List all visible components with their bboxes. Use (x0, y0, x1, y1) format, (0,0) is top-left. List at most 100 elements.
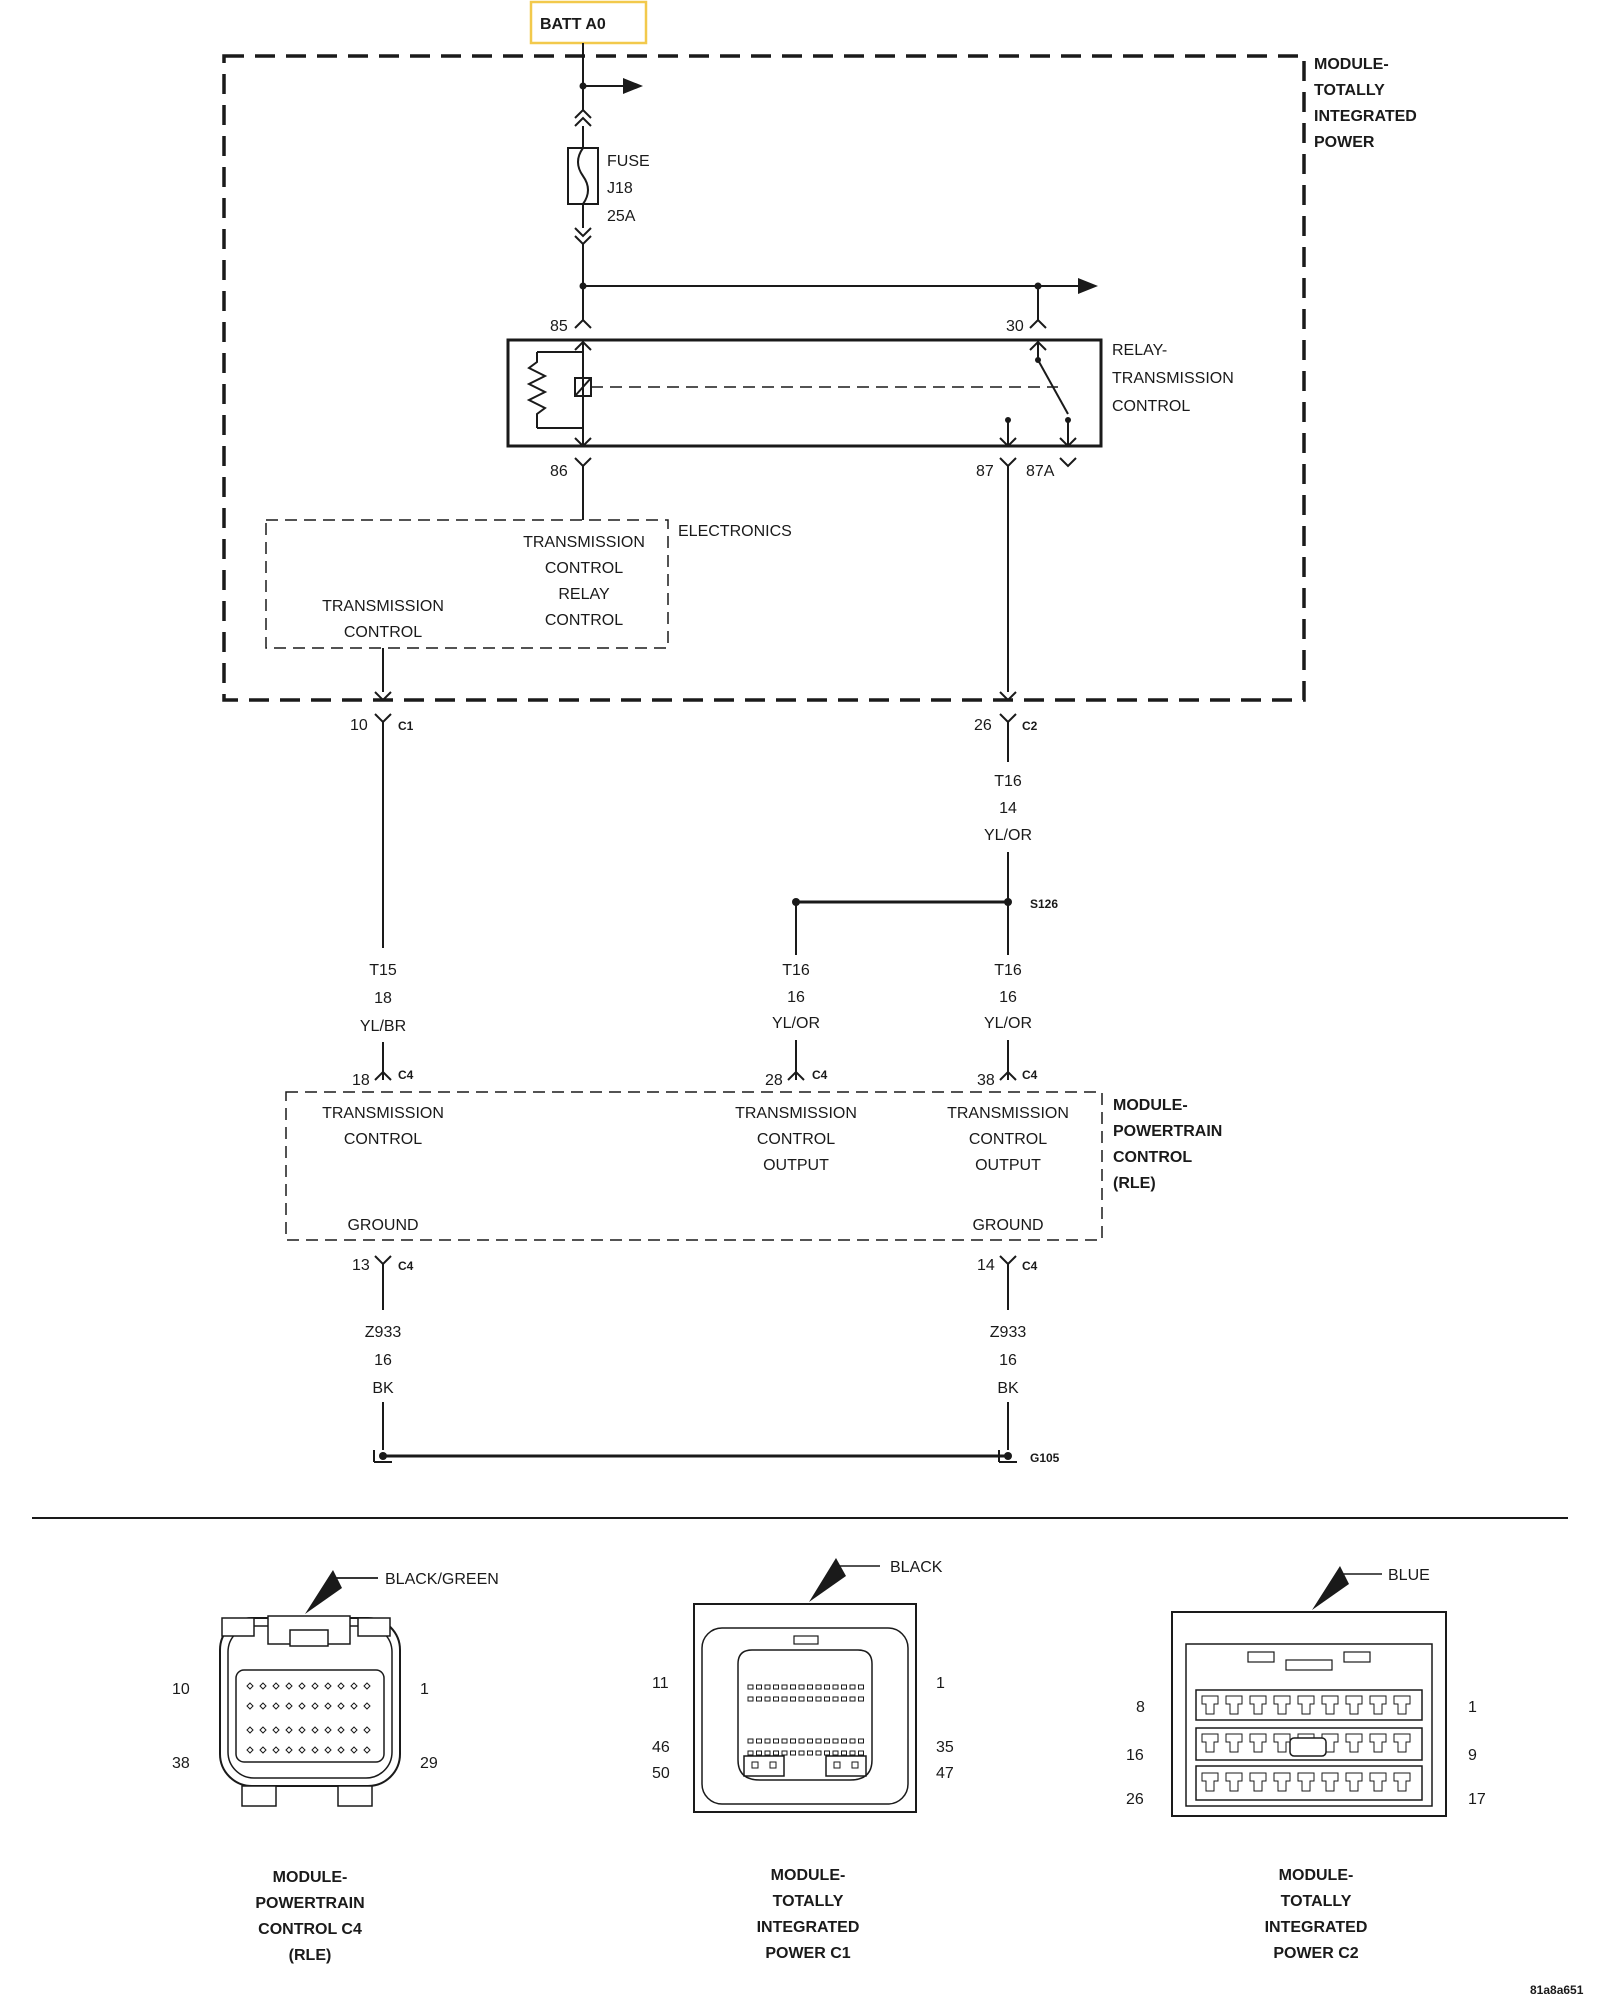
connector-pin (773, 1684, 779, 1690)
svg-text:1: 1 (936, 1675, 945, 1692)
fuse-label: FUSE J18 25A (607, 153, 650, 225)
svg-text:TOTALLY: TOTALLY (1281, 1893, 1352, 1910)
connector-pin (747, 1696, 754, 1702)
connector-pin (747, 1750, 754, 1756)
connector-body (693, 1603, 917, 1813)
connector-pin-grid (747, 1684, 864, 1769)
connector-cavity-area (235, 1669, 385, 1763)
connector-pin (259, 1682, 267, 1690)
pcm-ground-right: GROUND (972, 1217, 1043, 1234)
connector-pin (259, 1726, 267, 1734)
svg-text:C4: C4 (1022, 1259, 1038, 1273)
connector-pin (1249, 1733, 1267, 1753)
connector-pin (751, 1761, 759, 1769)
connector-pin (272, 1702, 280, 1710)
connector-pin (298, 1682, 306, 1690)
svg-text:TRANSMISSION: TRANSMISSION (947, 1105, 1069, 1122)
relay-feed-arrow (1078, 278, 1098, 294)
svg-text:YL/OR: YL/OR (772, 1015, 820, 1032)
svg-text:RELAY: RELAY (558, 586, 610, 603)
svg-text:POWER C1: POWER C1 (765, 1945, 850, 1962)
svg-text:T16: T16 (782, 962, 810, 979)
svg-text:TRANSMISSION: TRANSMISSION (735, 1105, 857, 1122)
connector-pin (824, 1696, 830, 1702)
c1-pin: 10 (350, 717, 368, 734)
svg-text:INTEGRATED: INTEGRATED (757, 1919, 860, 1936)
battery-text: BATT A0 (540, 16, 606, 33)
connector-pin (1321, 1695, 1339, 1715)
connector-pin (764, 1750, 771, 1756)
connector-pin (311, 1682, 319, 1690)
connector-pin (764, 1696, 771, 1702)
connector-pin (807, 1750, 813, 1756)
relay-box (506, 338, 1103, 448)
svg-text:35: 35 (936, 1739, 954, 1756)
wire-label-top-right: T16 14 YL/OR (984, 773, 1032, 844)
connector-pin (773, 1696, 779, 1702)
relay-resistor (526, 352, 548, 428)
svg-text:MODULE-: MODULE- (1279, 1867, 1354, 1884)
connector-pin (1393, 1772, 1411, 1792)
connector-pin (858, 1684, 864, 1690)
tipm-module-label: MODULE- TOTALLY INTEGRATED POWER (1314, 56, 1417, 151)
svg-text:MODULE-: MODULE- (771, 1867, 846, 1884)
connector-pin (1225, 1772, 1243, 1792)
pointer-arrow (305, 1570, 342, 1614)
connector-pin (790, 1738, 796, 1744)
connector-pin (781, 1684, 788, 1690)
svg-text:TRANSMISSION: TRANSMISSION (322, 1105, 444, 1122)
svg-text:C4: C4 (398, 1068, 414, 1082)
connector-pin (324, 1746, 332, 1754)
svg-text:29: 29 (420, 1755, 438, 1772)
connector-pin (858, 1696, 864, 1702)
connector-pin (832, 1738, 839, 1744)
pcm-ground-left: GROUND (347, 1217, 418, 1234)
battery-label: BATT A0 (529, 0, 648, 45)
svg-text:CONTROL: CONTROL (969, 1131, 1047, 1148)
connector-row-3 (1195, 1765, 1423, 1801)
svg-text:OUTPUT: OUTPUT (975, 1157, 1041, 1174)
pcm-pin-18: 18 (352, 1072, 370, 1089)
connector-pin (815, 1696, 822, 1702)
pcm-pin-38: 38 (977, 1072, 995, 1089)
svg-text:TRANSMISSION: TRANSMISSION (1112, 370, 1234, 387)
pcm-module-label: MODULE- POWERTRAIN CONTROL (RLE) (1113, 1097, 1222, 1192)
svg-text:POWERTRAIN: POWERTRAIN (255, 1895, 364, 1912)
connector-pin (363, 1682, 371, 1690)
svg-text:C4: C4 (812, 1068, 828, 1082)
relay-label: RELAY- TRANSMISSION CONTROL (1112, 342, 1234, 415)
connector-pin (747, 1738, 754, 1744)
svg-text:TOTALLY: TOTALLY (1314, 82, 1385, 99)
connector-pin (298, 1726, 306, 1734)
connector-view-tipm-c1: BLACK 11 1 46 35 50 47 MODULE- TOTALLY I… (652, 1558, 954, 1962)
connector-pin (1345, 1695, 1363, 1715)
connector-pin (350, 1726, 358, 1734)
connector-pin (832, 1750, 839, 1756)
svg-text:16: 16 (999, 1352, 1017, 1369)
connector-pin (790, 1696, 796, 1702)
svg-text:1: 1 (420, 1681, 429, 1698)
pcm-tc-output-mid: TRANSMISSION CONTROL OUTPUT (735, 1105, 857, 1174)
connector-pin (815, 1684, 822, 1690)
svg-text:(RLE): (RLE) (289, 1947, 332, 1964)
connector-pin (272, 1726, 280, 1734)
connector-color-3: BLUE (1388, 1567, 1430, 1584)
svg-text:50: 50 (652, 1765, 670, 1782)
splice-label: S126 (1030, 897, 1058, 911)
connector-pin (858, 1750, 864, 1756)
connector-pin (841, 1684, 847, 1690)
connector-pin (781, 1696, 788, 1702)
svg-text:MODULE-: MODULE- (1314, 56, 1389, 73)
c1-name: C1 (398, 719, 414, 733)
ground-symbol-right (998, 1450, 1017, 1463)
pin-86: 86 (550, 463, 568, 480)
pcm-pin-13: 13 (352, 1257, 370, 1274)
svg-text:14: 14 (999, 800, 1017, 817)
connector-pin (773, 1738, 779, 1744)
connector-pin (259, 1746, 267, 1754)
svg-text:T15: T15 (369, 962, 397, 979)
connector-pin (841, 1750, 847, 1756)
svg-text:16: 16 (999, 989, 1017, 1006)
connector-pin (781, 1738, 788, 1744)
svg-text:FUSE: FUSE (607, 153, 650, 170)
